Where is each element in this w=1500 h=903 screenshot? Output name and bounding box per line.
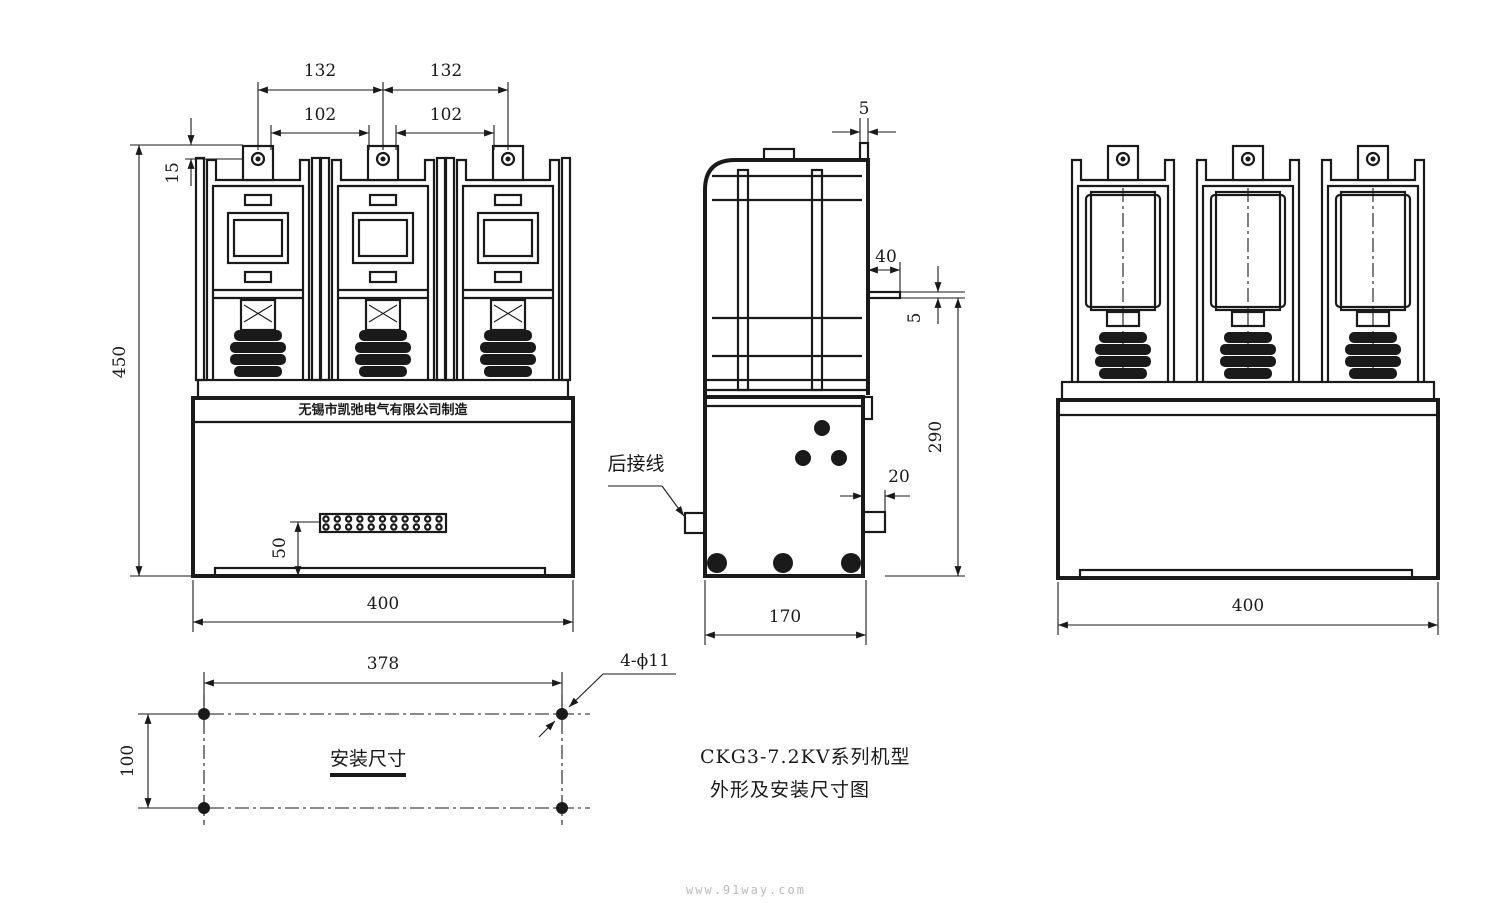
mount-hole	[556, 708, 568, 720]
terminal-strip	[318, 512, 448, 534]
caption-line2: 外形及安装尺寸图	[710, 779, 870, 801]
dim-170: 170	[769, 607, 801, 627]
dim-400-rear: 400	[1232, 596, 1264, 616]
front-view: 无锡市凯弛电气有限公司制造 132 132 102 102	[110, 61, 575, 632]
dim-102-left: 102	[304, 105, 336, 125]
dim-50: 50	[270, 537, 290, 559]
dim-20: 20	[888, 467, 910, 487]
mount-hole	[556, 802, 568, 814]
front-dimensions: 132 132 102 102 15 450 50	[110, 61, 574, 632]
rear-view: 400	[1056, 144, 1440, 635]
side-dimensions: 5 40 5 290 20 170 后接线	[607, 99, 965, 645]
side-view: 5 40 5 290 20 170 后接线	[607, 99, 965, 645]
mount-hole	[198, 802, 210, 814]
watermark: www.91way.com	[686, 883, 806, 897]
mounting-title: 安装尺寸	[330, 748, 406, 770]
front-platform	[196, 378, 570, 400]
dim-102-right: 102	[430, 105, 462, 125]
dim-132-left: 132	[304, 61, 336, 81]
rear-pole	[1320, 144, 1426, 382]
dim-5-lug: 5	[905, 313, 925, 324]
nameplate-text: 无锡市凯弛电气有限公司制造	[297, 402, 468, 418]
side-lower-box	[703, 395, 865, 578]
dim-132-right: 132	[430, 61, 462, 81]
dim-378: 378	[367, 654, 399, 674]
rear-base-box	[1056, 398, 1440, 580]
dim-40: 40	[875, 247, 897, 267]
dim-100: 100	[118, 745, 138, 777]
front-base-box	[191, 396, 575, 578]
caption: CKG3-7.2KV系列机型 外形及安装尺寸图	[700, 746, 911, 801]
front-pole	[319, 144, 447, 382]
dim-400-front: 400	[367, 594, 399, 614]
caption-line1: CKG3-7.2KV系列机型	[700, 746, 911, 768]
dim-5-top: 5	[859, 99, 870, 119]
front-pole	[444, 144, 572, 382]
mounting-plan: 378 100 4-ϕ11 安装尺寸	[118, 651, 676, 825]
dim-450: 450	[110, 346, 130, 378]
dim-290: 290	[926, 421, 946, 453]
rear-connector	[683, 511, 707, 535]
rear-wiring-label: 后接线	[607, 453, 664, 475]
dim-15: 15	[163, 162, 183, 184]
hole-callout: 4-ϕ11	[620, 651, 670, 671]
mount-hole	[198, 708, 210, 720]
side-lug	[866, 290, 902, 300]
rear-pole	[1070, 144, 1176, 382]
front-pole	[194, 144, 322, 382]
rear-pole	[1195, 144, 1301, 382]
side-plug	[861, 510, 887, 534]
